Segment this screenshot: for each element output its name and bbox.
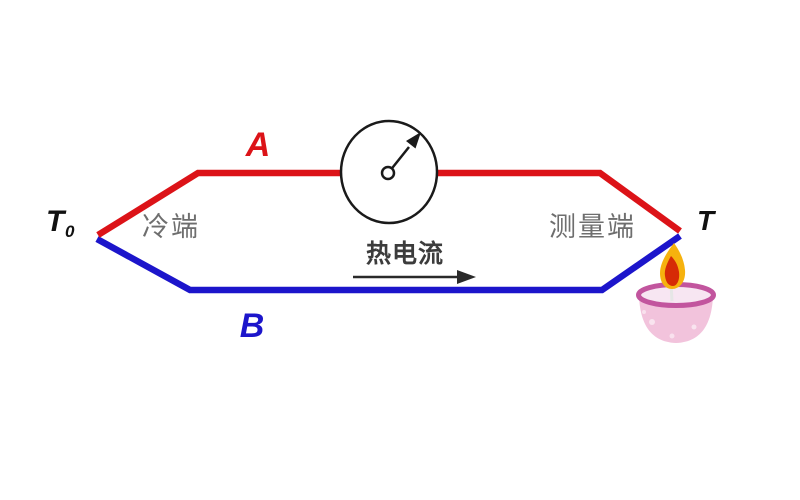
label-cold-end: 冷端 [142,212,200,243]
galvanometer-pivot [380,165,396,181]
label-wire-b: B [240,307,265,345]
candle-flame-inner-icon [664,256,680,286]
candle-sparkle [691,324,697,330]
label-hot-temp: T [697,205,717,236]
needle-arrowhead-icon [406,132,421,149]
label-cold-temp: T [46,205,67,238]
label-cold-temp-subscript: 0 [65,222,75,241]
label-wire-a: A [245,126,271,164]
candle-sparkle [642,310,646,314]
candle-sparkle [669,333,675,339]
current-arrowhead-icon [457,270,476,284]
candle-sparkle [649,319,655,325]
candle [636,243,716,343]
wire-b [95,233,682,294]
label-thermo-current: 热电流 [366,239,444,268]
candle-bowl [639,296,713,343]
label-measuring-end: 测量端 [549,212,636,243]
